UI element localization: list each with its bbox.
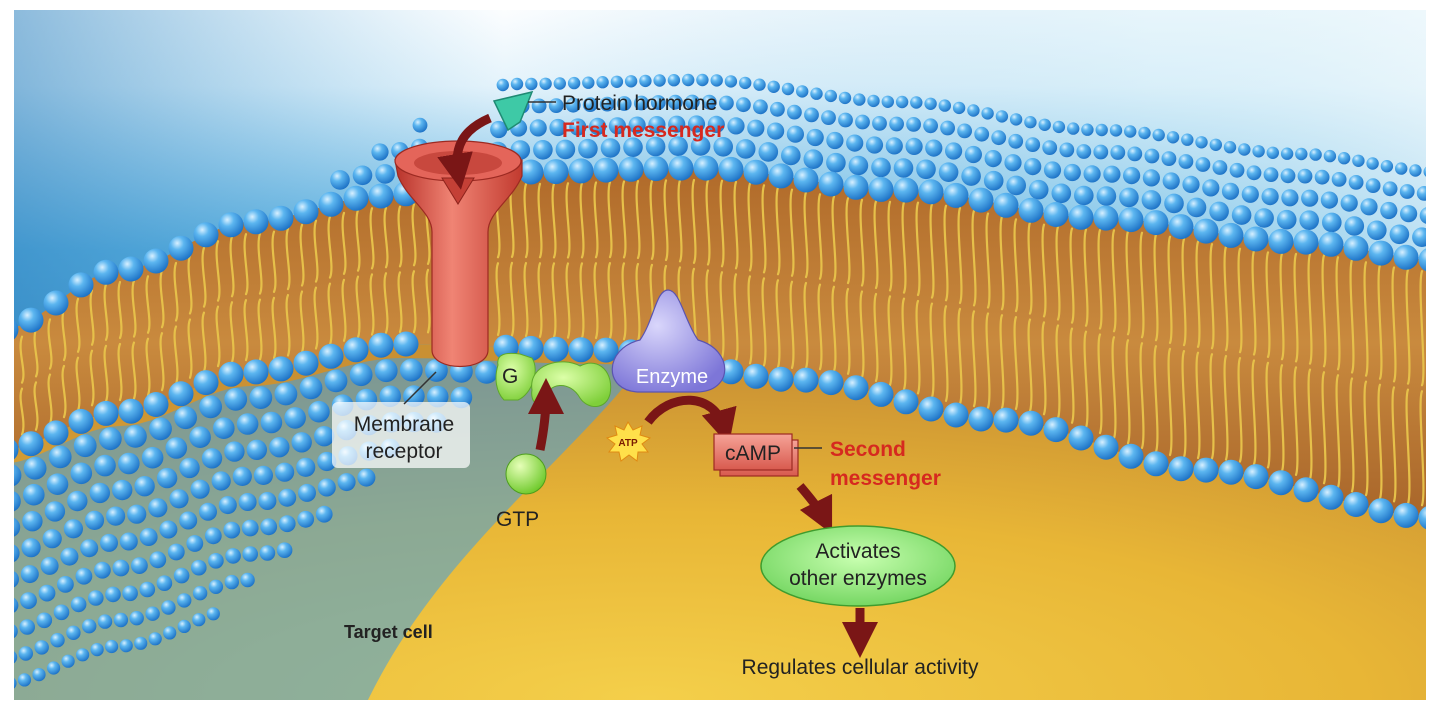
gtp-label: GTP <box>496 508 539 531</box>
atp-to-camp-arrow <box>644 395 737 446</box>
second-messenger-label-line1: Second <box>830 438 906 461</box>
protein-hormone-icon <box>492 90 534 132</box>
regulates-cellular-activity-label: Regulates cellular activity <box>742 656 979 679</box>
first-messenger-label: First messenger <box>562 119 724 142</box>
membrane-receptor-leader-line <box>403 371 437 405</box>
target-cell-label: Target cell <box>344 622 433 642</box>
enzyme-label: Enzyme <box>636 366 708 388</box>
activates-label-line1: Activates <box>815 540 900 563</box>
enzyme <box>611 289 726 393</box>
second-messenger-label-line2: messenger <box>830 467 941 490</box>
atp-label: ATP <box>618 438 638 449</box>
camp-label: cAMP <box>725 442 781 465</box>
membrane-receptor-label-line1: Membrane <box>354 413 454 436</box>
phospholipid-heads-cell-surface <box>14 358 523 689</box>
camp-to-enzymes-arrow <box>796 483 833 535</box>
phospholipid-tails <box>19 178 1425 507</box>
phospholipid-heads-outer-layer <box>14 155 1426 340</box>
membrane-receptor-label-box <box>332 402 470 468</box>
gtp-activation-arrow <box>527 378 564 451</box>
camp-molecule <box>713 433 799 477</box>
atp-starburst-icon <box>605 420 652 462</box>
phospholipid-heads-outer-surface <box>330 73 1426 247</box>
g-protein-label: G <box>502 365 518 388</box>
membrane-receptor-label-line2: receptor <box>365 440 442 463</box>
protein-hormone-label: Protein hormone <box>562 92 717 115</box>
activates-label-line2: other enzymes <box>789 567 927 590</box>
activates-other-enzymes-ellipse <box>760 525 956 607</box>
hormone-binding-arrow <box>437 113 492 190</box>
gtp-molecule <box>505 453 547 495</box>
